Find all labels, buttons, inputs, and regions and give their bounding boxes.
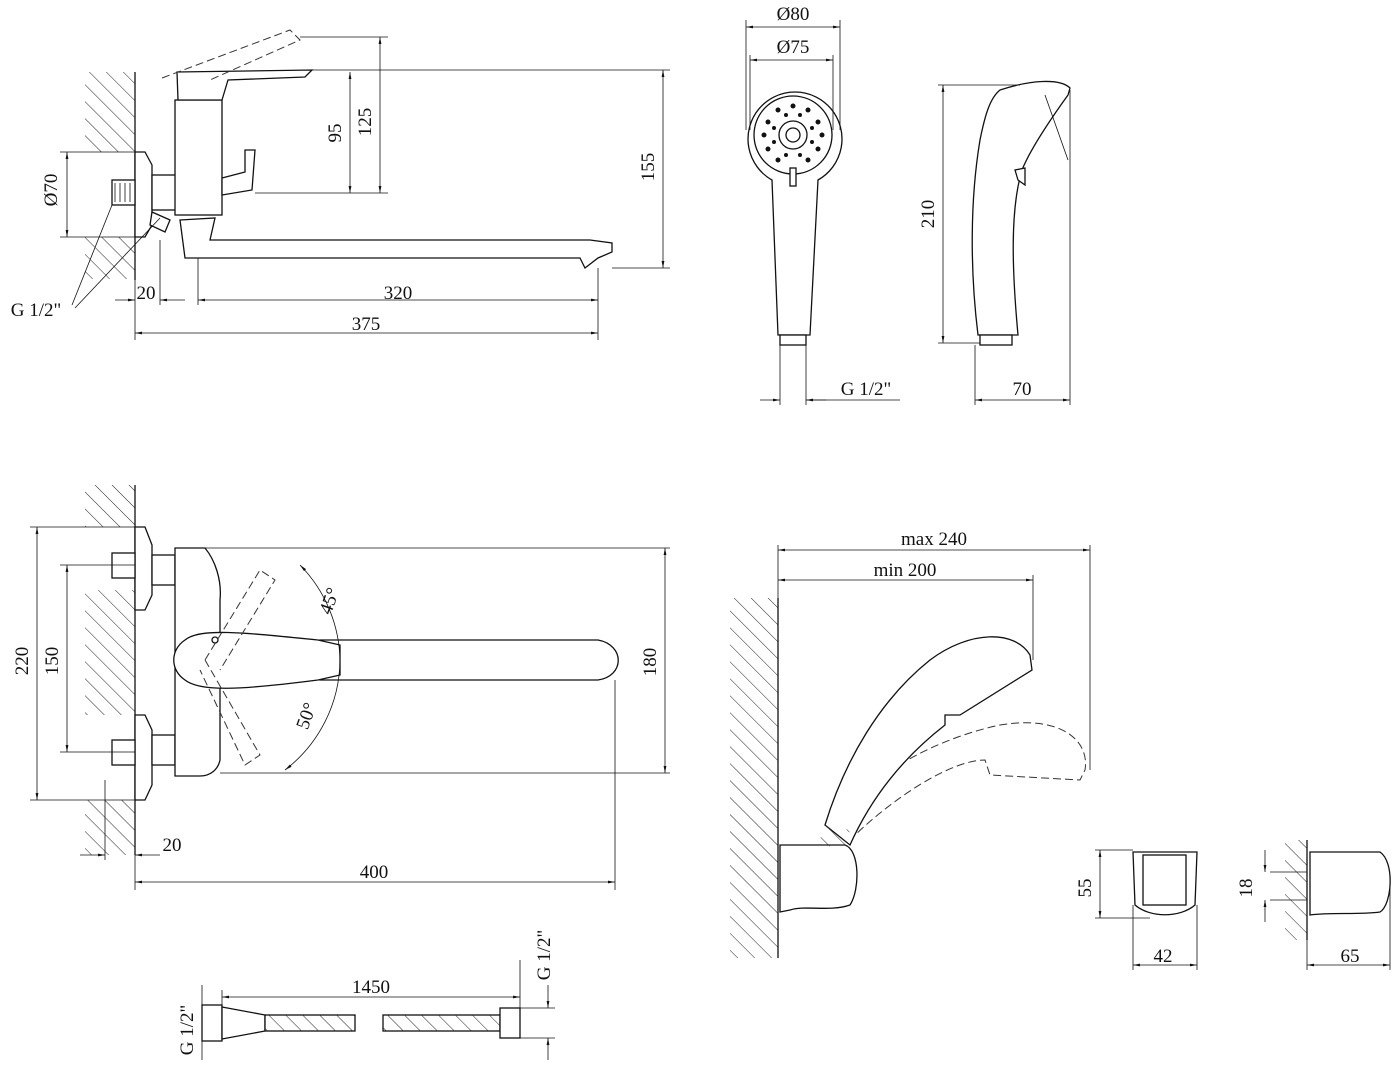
dim-diameter-80: Ø80 (777, 4, 810, 25)
dim-180: 180 (640, 648, 661, 677)
lever-handle (176, 69, 314, 101)
dim-20: 20 (163, 835, 182, 856)
lever-handle (173, 631, 341, 689)
dim-18: 18 (1236, 879, 1257, 898)
wall-holder (779, 844, 858, 913)
shower-head-side (971, 80, 1071, 336)
holder-side (1309, 851, 1391, 916)
dim-400: 400 (360, 862, 389, 883)
top-faucet-view: Ø70 95 125 155 20 320 375 G 1/2" (11, 29, 670, 340)
dim-125: 125 (355, 108, 376, 137)
dim-1450: 1450 (352, 977, 390, 998)
angle-50: 50° (292, 700, 321, 732)
dim-diameter-70: Ø70 (41, 174, 62, 207)
shower-head-front (747, 91, 843, 336)
dim-55: 55 (1075, 879, 1096, 898)
hand-shower-view: Ø80 Ø75 G 1/2" 210 70 (745, 4, 1071, 405)
spout (179, 217, 613, 269)
holder-view: max 240 min 200 55 42 18 65 (730, 529, 1391, 970)
faucet-body (174, 99, 223, 216)
dim-95: 95 (325, 124, 346, 143)
dim-210: 210 (918, 200, 939, 229)
thread-label: G 1/2" (11, 300, 62, 321)
dim-375: 375 (352, 314, 381, 335)
dim-320: 320 (384, 283, 413, 304)
wall-hatch (85, 72, 135, 152)
nozzle-dots (761, 103, 825, 163)
dim-70: 70 (1013, 379, 1032, 400)
dim-42: 42 (1154, 946, 1173, 967)
hand-shower-mounted (824, 636, 1033, 847)
dim-220: 220 (12, 647, 33, 676)
thread-right: G 1/2" (534, 930, 555, 981)
dim-diameter-75: Ø75 (777, 37, 810, 58)
thread-label: G 1/2" (841, 379, 892, 400)
dim-min-200: min 200 (874, 560, 937, 581)
dim-max-240: max 240 (901, 529, 967, 550)
dim-150: 150 (42, 647, 63, 676)
spout (319, 639, 619, 681)
diverter (221, 149, 256, 196)
dim-65: 65 (1341, 946, 1360, 967)
hose-view: 1450 G 1/2" G 1/2" (177, 930, 555, 1060)
dim-155: 155 (638, 153, 659, 182)
thread-left: G 1/2" (177, 1005, 198, 1056)
flange (134, 151, 153, 238)
bottom-faucet-view: 220 150 45° 50° 180 20 400 (12, 485, 670, 890)
holder-front (1132, 851, 1198, 916)
dim-20: 20 (137, 283, 156, 304)
